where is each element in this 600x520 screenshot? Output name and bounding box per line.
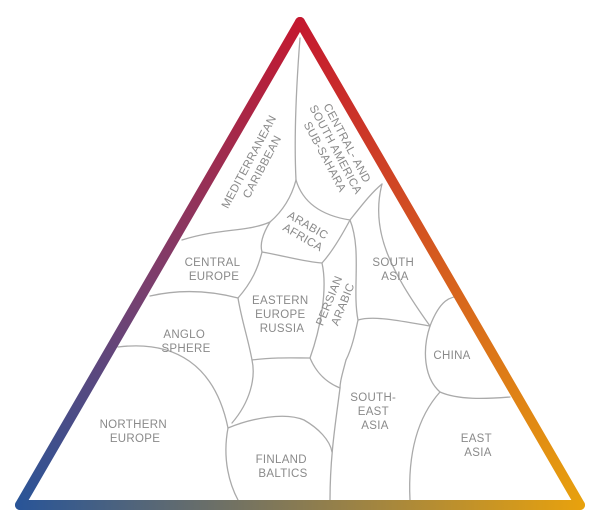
boundary-arabic-left xyxy=(260,221,271,253)
label-mediterranean: MEDITERRANEAN CARIBBEAN xyxy=(220,111,293,218)
label-central-europe: CENTRAL EUROPE xyxy=(185,257,244,283)
label-central-south-america: CENTRAL- AND SOUTH AMERICA SUB-SAHARA xyxy=(295,97,376,205)
boundary-sea-top xyxy=(357,317,431,327)
boundary-northern-europe-top xyxy=(117,345,229,429)
boundary-vertical-top xyxy=(294,37,301,181)
label-eastern-europe: EASTERN EUROPE RUSSIA xyxy=(252,295,312,335)
region-boundaries xyxy=(117,37,511,501)
label-china: CHINA xyxy=(433,350,470,362)
label-east-asia: EAST ASIA xyxy=(461,433,496,459)
label-south-asia: SOUTH ASIA xyxy=(372,257,417,283)
boundary-eastern-europe-bottom xyxy=(251,357,311,361)
label-south-east-asia: SOUTH- EAST ASIA xyxy=(350,392,399,432)
boundary-persian-bottom xyxy=(309,357,341,389)
label-northern-europe: NORTHERN EUROPE xyxy=(100,419,171,445)
boundary-central-europe-bottom xyxy=(237,251,263,299)
boundary-finland-top xyxy=(227,415,333,453)
boundary-finland-left xyxy=(225,427,239,501)
label-finland: FINLAND BALTICS xyxy=(256,454,311,480)
boundary-eastern-europe-right xyxy=(309,262,325,359)
label-arabic-africa: ARABIC AFRICA xyxy=(279,210,333,256)
triangle-edge-left xyxy=(15,17,305,510)
boundary-persian-right xyxy=(345,219,359,361)
triangle-edge-right xyxy=(295,17,585,510)
boundary-anglo-top xyxy=(149,290,239,299)
boundary-south-asia-right xyxy=(378,183,431,327)
boundary-sea-left xyxy=(329,359,347,501)
label-anglo: ANGLO SPHERE xyxy=(161,329,210,355)
boundary-anglo-right xyxy=(231,297,254,424)
outer-triangle xyxy=(15,17,585,510)
label-persian: PERSIAN ARABIC xyxy=(314,271,359,333)
boundary-east-asia-left xyxy=(409,391,441,501)
region-labels: MEDITERRANEAN CARIBBEAN CENTRAL- AND SOU… xyxy=(100,97,496,480)
